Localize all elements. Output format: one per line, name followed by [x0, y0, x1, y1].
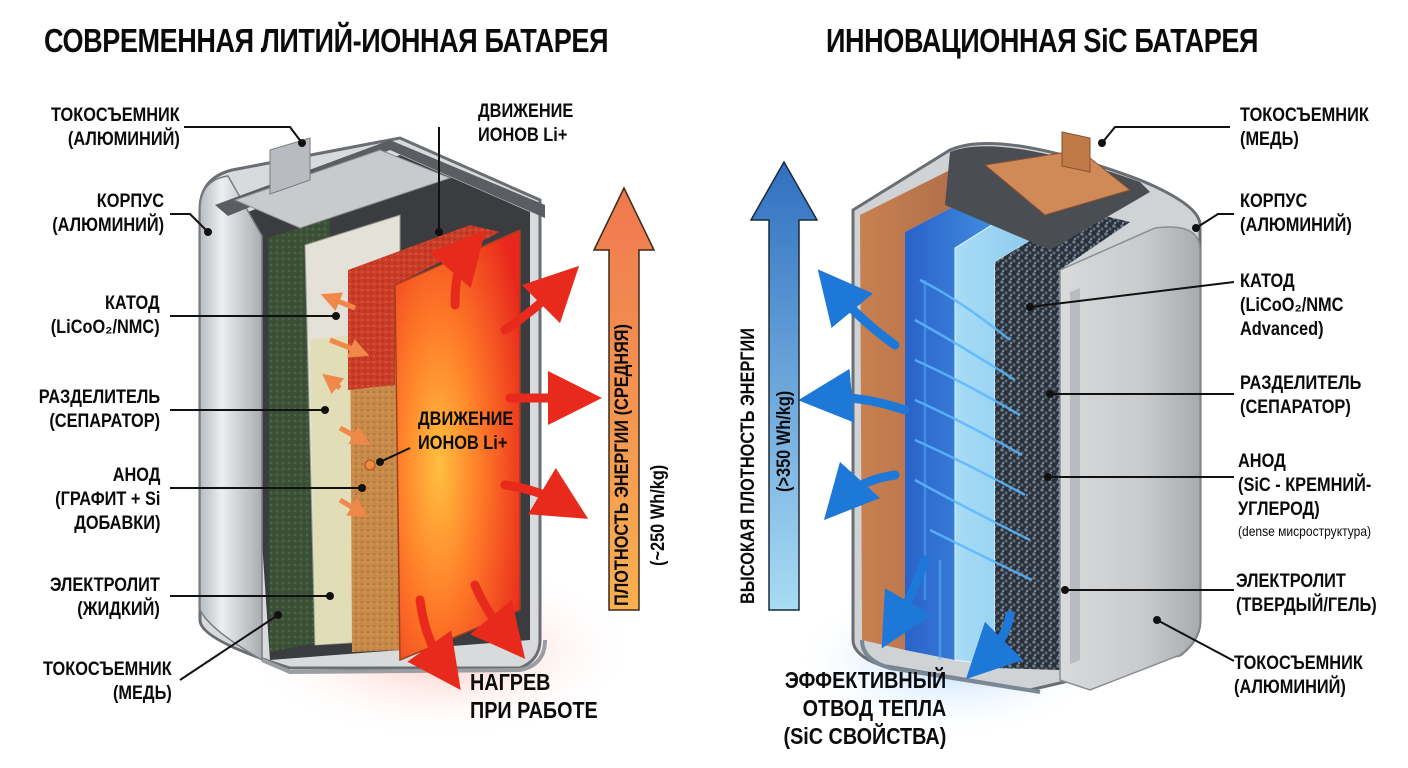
cooling-arrow [817, 269, 900, 350]
cooling-arrow [881, 555, 932, 649]
left-title: СОВРЕМЕННАЯ ЛИТИЙ-ИОННАЯ БАТАРЕЯ [44, 22, 609, 59]
right-title: ИННОВАЦИОННАЯ SiC БАТАРЕЯ [826, 22, 1259, 59]
right-energy-value: (>350 Wh/kg) [774, 390, 795, 492]
leader-lines-right [1029, 126, 1235, 662]
right-energy-label: ВЫСОКАЯ ПЛОТНОСТЬ ЭНЕРГИИ [738, 327, 759, 604]
heat-arrow [469, 580, 526, 659]
heat-arrow [429, 229, 486, 310]
heat-arrow [500, 265, 580, 335]
leader-lines-left [170, 126, 440, 681]
cooling-arrow [798, 368, 910, 423]
energy-density-arrow-right [749, 160, 819, 611]
sic-anode-layer [995, 210, 1130, 670]
aluminium-tab [269, 137, 311, 195]
label-right-collector-bottom: ТОКОСЪЕМНИК(АЛЮМИНИЙ) [1234, 653, 1363, 698]
top-lid [233, 149, 452, 229]
label-left-collector-top: ТОКОСЪЕМНИК(АЛЮМИНИЙ) [51, 105, 180, 150]
label-left-separator: РАЗДЕЛИТЕЛЬ(СЕПАРАТОР) [38, 387, 161, 432]
leader-dots-left [204, 139, 443, 619]
cathode-layer [348, 225, 500, 390]
ion-arrows [320, 292, 371, 518]
case-wall [1059, 226, 1201, 691]
cooling-arrow [965, 610, 1024, 680]
copper-tab [983, 149, 1132, 216]
label-right-electrolyte: ЭЛЕКТРОЛИТ(ТВЕРДЫЙ/ГЕЛЬ) [1236, 571, 1377, 616]
copper-collector [860, 170, 995, 650]
label-left-collector-bottom: ТОКОСЪЕМНИК(МЕДЬ) [43, 659, 172, 704]
blue-layer [905, 185, 1035, 660]
label-left-cathode: КАТОД(LiCoO₂/NMC) [51, 293, 160, 338]
label-left-case: КОРПУС(АЛЮМИНИЙ) [52, 191, 164, 236]
energy-density-arrow-left [592, 186, 656, 611]
cooling-arrows [798, 269, 1024, 680]
left-energy-value: (~250 Wh/kg) [648, 464, 669, 566]
heat-arrow [407, 595, 461, 690]
sic-battery-illustration [790, 131, 1202, 740]
heat-arrow [500, 467, 589, 519]
label-right-anode: АНОД(SiC - КРЕМНИЙ-УГЛЕРОД) (dense мисро… [1238, 451, 1372, 539]
leader-dots-right [1026, 139, 1200, 624]
heat-flow-streaks [914, 278, 1033, 660]
label-right-collector-top: ТОКОСЪЕМНИК(МЕДЬ) [1240, 105, 1369, 150]
heat-arrows [407, 229, 602, 690]
label-right-case: КОРПУС(АЛЮМИНИЙ) [1240, 191, 1352, 236]
case-wall [199, 175, 263, 662]
label-right-separator: РАЗДЕЛИТЕЛЬ(СЕПАРАТОР) [1240, 373, 1362, 418]
left-energy-label: ПЛОТНОСТЬ ЭНЕРГИИ (СРЕДНЯЯ) [612, 324, 633, 606]
label-left-electrolyte: ЭЛЕКТРОЛИТ(ЖИДКИЙ) [50, 575, 160, 620]
cooling-arrow [823, 461, 900, 521]
